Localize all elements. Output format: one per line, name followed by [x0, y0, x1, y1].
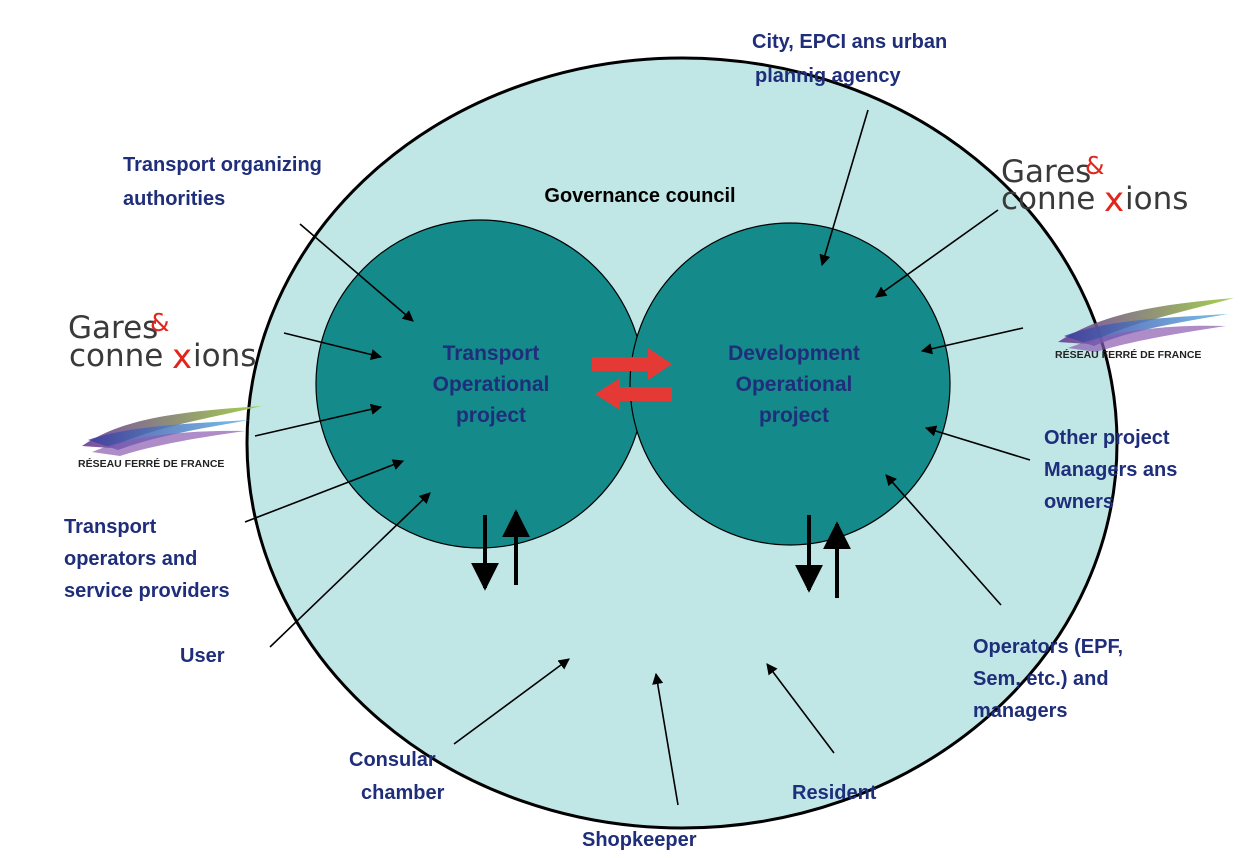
gares-connexions-logo-left: Gares & conne x ions: [68, 308, 256, 377]
governance-council-label: Governance council: [544, 185, 735, 207]
other-managers-label-2: Managers ans: [1044, 459, 1177, 481]
feedback-arrows-left: [471, 509, 530, 591]
operators-label-2: Sem, etc.) and: [973, 668, 1109, 690]
logo-amp-text: &: [1085, 151, 1105, 180]
development-project-label-1: Development: [728, 342, 860, 365]
arrow-icon: [244, 109, 1031, 806]
resident-label: Resident: [792, 782, 877, 804]
rff-logo-right: RÉSEAU FERRÉ DE FRANCE: [1055, 298, 1234, 361]
logo-conne-text: conne: [69, 338, 163, 374]
transport-operators-label-1: Transport: [64, 516, 157, 538]
development-project-circle: [629, 222, 951, 546]
transport-operators-label-2: operators and: [64, 548, 197, 570]
transport-authorities-label-2: authorities: [123, 188, 225, 210]
development-project-label-2: Operational: [736, 373, 853, 396]
logo-x-text: x: [1104, 180, 1124, 220]
logo-x-text: x: [172, 337, 192, 377]
transport-project-label-1: Transport: [443, 342, 540, 365]
city-label-1: City, EPCI ans urban: [752, 31, 947, 53]
logo-amp-text: &: [150, 308, 170, 337]
consular-label-1: Consular: [349, 749, 436, 771]
rff-logo-left: RÉSEAU FERRÉ DE FRANCE: [78, 406, 262, 470]
shopkeeper-label: Shopkeeper: [582, 829, 697, 851]
other-managers-label-3: owners: [1044, 491, 1114, 513]
operators-label-1: Operators (EPF,: [973, 636, 1123, 658]
rff-logo-text: RÉSEAU FERRÉ DE FRANCE: [1055, 348, 1201, 361]
consular-label-2: chamber: [361, 782, 445, 804]
logo-gares-text: Gares: [1001, 154, 1091, 190]
transport-authorities-label-1: Transport organizing: [123, 154, 322, 176]
logo-gares-text: Gares: [68, 310, 158, 346]
double-arrow-icon: [592, 348, 672, 410]
feedback-arrows-right: [795, 515, 851, 598]
transport-project-label-2: Operational: [433, 373, 550, 396]
city-label-2: plannig agency: [755, 65, 901, 87]
transport-operators-label-3: service providers: [64, 580, 230, 602]
logo-conne-text: conne: [1001, 181, 1095, 217]
transport-project-label-3: project: [456, 404, 526, 427]
rff-logo-text: RÉSEAU FERRÉ DE FRANCE: [78, 457, 224, 470]
gares-connexions-logo-right: Gares & conne x ions: [1001, 151, 1188, 220]
logo-ions-text: ions: [193, 338, 256, 374]
development-project-label-3: project: [759, 404, 829, 427]
user-label: User: [180, 645, 225, 667]
logo-ions-text: ions: [1125, 181, 1188, 217]
operators-label-3: managers: [973, 700, 1068, 722]
other-managers-label-1: Other project: [1044, 427, 1170, 449]
